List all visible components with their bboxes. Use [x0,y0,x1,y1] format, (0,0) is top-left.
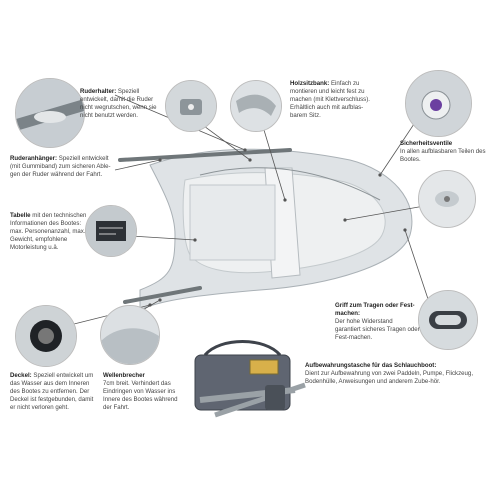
safety-valve-photo [405,70,472,137]
bow-rope [199,167,381,201]
callout-deckel-title: Deckel: [10,372,32,379]
oar-bottom [123,286,202,304]
callout-griff: Griff zum Tragen oder Fest-machen:Der ho… [335,302,420,342]
callout-wellenbrecher-text: 7cm breit. Verhindert das Eindringen von… [103,380,178,411]
callout-holzsitzbank-text: Einfach zu montieren und leicht fest zu … [290,80,370,119]
callout-ruderhaenger: Ruderanhänger: Speziell entwickelt (mit … [10,155,118,179]
callout-deckel: Deckel: Speziell entwickelt um das Wasse… [10,372,100,412]
callout-deckel-text: Speziell entwickelt um das Wasser aus de… [10,372,94,411]
callout-tabelle-text: mit den technischen Informationen des Bo… [10,212,87,251]
callout-ruderhalter-title: Ruderhalter: [80,88,117,95]
carry-handle-photo [418,290,478,350]
callout-ruderhalter: Ruderhalter: Speziell entwickelt, damit … [80,88,160,120]
callout-wellenbrecher-title: Wellenbrecher [103,372,145,379]
callout-ruderhaenger-title: Ruderanhänger: [10,155,58,162]
oar-holder-photo [15,78,85,148]
callout-sicherheitsventile-text: In allen aufblasbaren Teilen des Bootes. [400,148,486,163]
spec-plate-photo [85,205,137,257]
callout-ruderhaenger-text: Speziell entwickelt (mit Gummiband) zum … [10,155,111,178]
callout-griff-text: Der hohe Widerstand garantiert sicheres … [335,318,420,341]
wave-breaker-photo [100,305,160,365]
callout-tasche: Aufbewahrungstasche für das Schlauchboot… [305,362,475,386]
callout-tabelle: Tabelle mit den technischen Informatione… [10,212,90,252]
callout-tasche-text: Dient zur Aufbewahrung von zwei Paddeln,… [305,370,474,385]
oar-top [118,148,292,162]
callout-sicherheitsventile-title: Sicherheitsventile [400,140,453,147]
storage-bag [194,340,306,418]
callout-ruderhalter-text: Speziell entwickelt, damit die Ruder nic… [80,88,157,119]
callout-griff-title: Griff zum Tragen oder Fest-machen: [335,302,415,317]
transom [189,184,276,261]
safety-valve-photo-2 [418,170,476,228]
callout-tabelle-title: Tabelle [10,212,31,219]
wood-seat-bench-photo [230,80,282,132]
wood-seat-photo [165,80,217,132]
callout-holzsitzbank: Holzsitzbank: Einfach zu montieren und l… [290,80,375,120]
callout-holzsitzbank-title: Holzsitzbank: [290,80,330,87]
drain-cap-photo [15,305,77,367]
callout-tasche-title: Aufbewahrungstasche für das Schlauchboot… [305,362,437,369]
